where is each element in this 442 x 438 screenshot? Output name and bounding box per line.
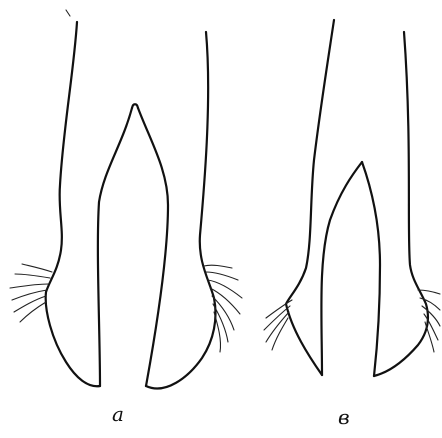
figure-a-left-inner (98, 108, 132, 386)
figure-a-caption: a (112, 404, 124, 424)
figure-b-right-outline (374, 32, 428, 376)
figure-a-drawing (10, 10, 242, 388)
figure-b-left-hairs (264, 300, 292, 350)
figure-b-left-outline (286, 20, 334, 375)
figure-a-right-hairs (204, 265, 242, 352)
figure-b-left-inner (321, 162, 362, 375)
figure-a-left-outline (46, 22, 100, 386)
figure-a-right-inner (138, 108, 168, 386)
figure-b-right-hairs (418, 290, 440, 352)
figure-b-drawing (264, 20, 440, 376)
figure-a-top-mark (66, 10, 70, 16)
figure-a-right-outline (146, 32, 216, 388)
figure-b-caption: в (338, 407, 350, 427)
figure-b-right-inner (362, 162, 380, 376)
